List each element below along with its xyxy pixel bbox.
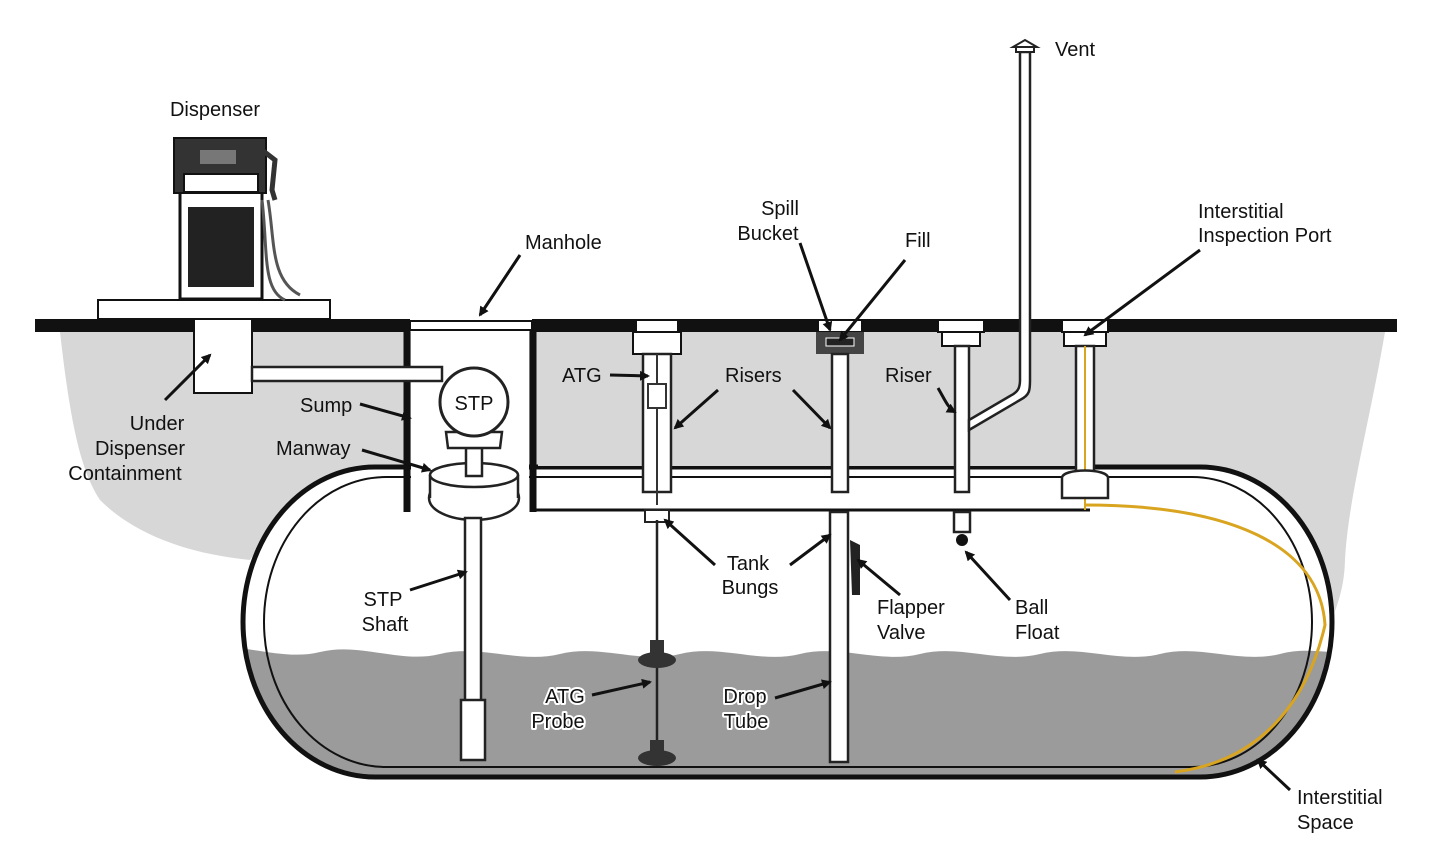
stp-shaft bbox=[463, 516, 483, 704]
fill-riser bbox=[816, 319, 864, 764]
label-interstitial-space-line2: Space bbox=[1297, 812, 1354, 834]
label-atg-probe-line1: ATG bbox=[545, 686, 585, 708]
label-drop-tube-line1: Drop bbox=[723, 686, 766, 708]
atg-probe-float-upper bbox=[638, 640, 676, 668]
flapper-valve bbox=[850, 540, 860, 595]
label-spill-bucket-line1: Spill bbox=[761, 198, 799, 220]
label-dispenser: Dispenser bbox=[170, 99, 260, 121]
label-risers: Risers bbox=[725, 365, 782, 387]
label-udc-line2: Dispenser bbox=[95, 438, 185, 460]
inspection-port-riser bbox=[1060, 319, 1110, 510]
label-atg: ATG bbox=[562, 365, 602, 387]
label-sump: Sump bbox=[300, 395, 352, 417]
label-fill: Fill bbox=[905, 230, 931, 252]
label-atg-probe-line2: Probe bbox=[531, 711, 584, 733]
label-manhole: Manhole bbox=[525, 232, 602, 254]
label-vent: Vent bbox=[1055, 39, 1095, 61]
tank bbox=[240, 464, 1335, 780]
label-riser: Riser bbox=[885, 365, 932, 387]
vent-cap-icon bbox=[1009, 38, 1041, 48]
label-ball-float-line2: Float bbox=[1015, 622, 1060, 644]
label-ball-float-line1: Ball bbox=[1015, 597, 1048, 619]
labels: Dispenser Manhole Spill Bucket Fill Vent… bbox=[68, 39, 1382, 834]
stp-pump bbox=[427, 366, 521, 762]
label-flapper-valve-line1: Flapper bbox=[877, 597, 945, 619]
label-tank-bungs-line1: Tank bbox=[727, 553, 770, 575]
label-flapper-valve-line2: Valve bbox=[877, 622, 926, 644]
stp-motor bbox=[459, 698, 487, 762]
dispenser bbox=[97, 137, 331, 320]
label-spill-bucket-line2: Bucket bbox=[737, 223, 799, 245]
riser-area bbox=[538, 332, 1083, 466]
fuel-liquid bbox=[243, 647, 1332, 777]
label-inspection-port-line1: Interstitial bbox=[1198, 201, 1284, 223]
label-stp: STP bbox=[455, 393, 494, 415]
label-inspection-port-line2: Inspection Port bbox=[1198, 225, 1332, 247]
label-tank-bungs-line2: Bungs bbox=[722, 577, 779, 599]
interstitial-space-band bbox=[1084, 503, 1327, 774]
atg-riser bbox=[632, 319, 682, 766]
label-stp-shaft-line2: Shaft bbox=[362, 614, 409, 636]
leader-arrows bbox=[163, 242, 1292, 792]
ball-float bbox=[956, 534, 968, 546]
vent-riser bbox=[937, 38, 1041, 546]
label-udc-line3: Containment bbox=[68, 463, 182, 485]
label-udc-line1: Under bbox=[130, 413, 185, 435]
label-drop-tube-line2: Tube bbox=[724, 711, 769, 733]
label-stp-shaft-line1: STP bbox=[364, 589, 403, 611]
atg-probe-float-lower bbox=[638, 740, 676, 766]
label-interstitial-space-line1: Interstitial bbox=[1297, 787, 1383, 809]
label-manway: Manway bbox=[276, 438, 350, 460]
